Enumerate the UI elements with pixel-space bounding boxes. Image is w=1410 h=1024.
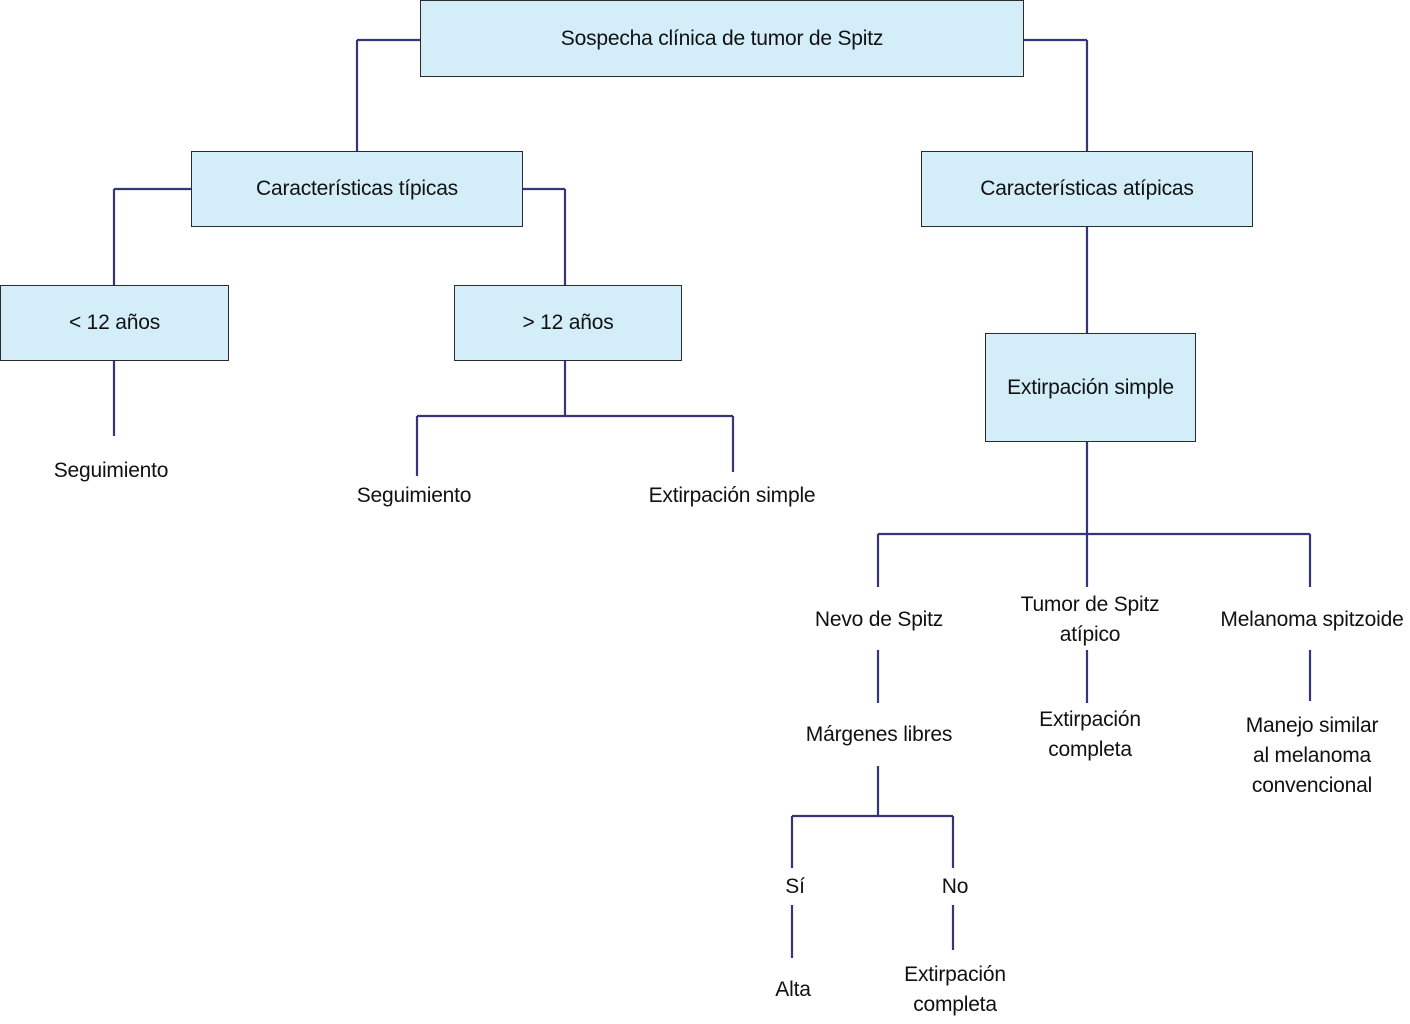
answer-yes: Sí	[785, 875, 805, 898]
simple-excision-label: Extirpación simple	[1007, 375, 1174, 399]
atypical-outcome-line1: Extirpación	[1039, 708, 1141, 731]
answer-no: No	[941, 875, 969, 898]
under-12-node: < 12 años	[0, 285, 229, 361]
atypical-outcome-line2: completa	[1048, 738, 1132, 761]
atypical-features-label: Características atípicas	[980, 177, 1194, 200]
root-label: Sospecha clínica de tumor de Spitz	[560, 26, 884, 50]
result-spitz-nevus: Nevo de Spitz	[814, 608, 944, 631]
over-12-label: > 12 años	[522, 311, 614, 334]
under-12-outcome: Seguimiento	[53, 459, 169, 482]
no-outcome-line1: Extirpación	[904, 963, 1006, 986]
over-12-outcome-excision: Extirpación simple	[648, 484, 816, 507]
result-atypical-line1: Tumor de Spitz	[1020, 593, 1160, 616]
no-outcome-complete-excision: Extirpación completa	[904, 960, 1006, 1020]
melanoma-outcome-line2: al melanoma	[1252, 744, 1372, 767]
root-node: Sospecha clínica de tumor de Spitz	[420, 0, 1024, 77]
under-12-label: < 12 años	[68, 311, 161, 334]
atypical-features-node: Características atípicas	[921, 151, 1253, 227]
melanoma-outcome-line3: convencional	[1251, 774, 1373, 797]
over-12-node: > 12 años	[454, 285, 682, 361]
typical-features-label: Características típicas	[256, 177, 458, 200]
simple-excision-node: Extirpación simple	[985, 333, 1196, 442]
result-atypical-line2: atípico	[1059, 623, 1121, 646]
atypical-outcome-complete-excision: Extirpación completa	[1039, 705, 1141, 765]
over-12-outcome-followup: Seguimiento	[356, 484, 472, 507]
result-spitzoid-melanoma: Melanoma spitzoide	[1220, 608, 1404, 631]
typical-features-node: Características típicas	[191, 151, 523, 227]
free-margins-question: Márgenes libres	[805, 723, 953, 746]
melanoma-outcome-management: Manejo similar al melanoma convencional	[1246, 711, 1379, 801]
result-atypical-spitz-tumor: Tumor de Spitz atípico	[1021, 590, 1160, 650]
no-outcome-line2: completa	[913, 993, 997, 1016]
melanoma-outcome-line1: Manejo similar	[1245, 714, 1379, 737]
yes-outcome-discharge: Alta	[775, 978, 811, 1001]
